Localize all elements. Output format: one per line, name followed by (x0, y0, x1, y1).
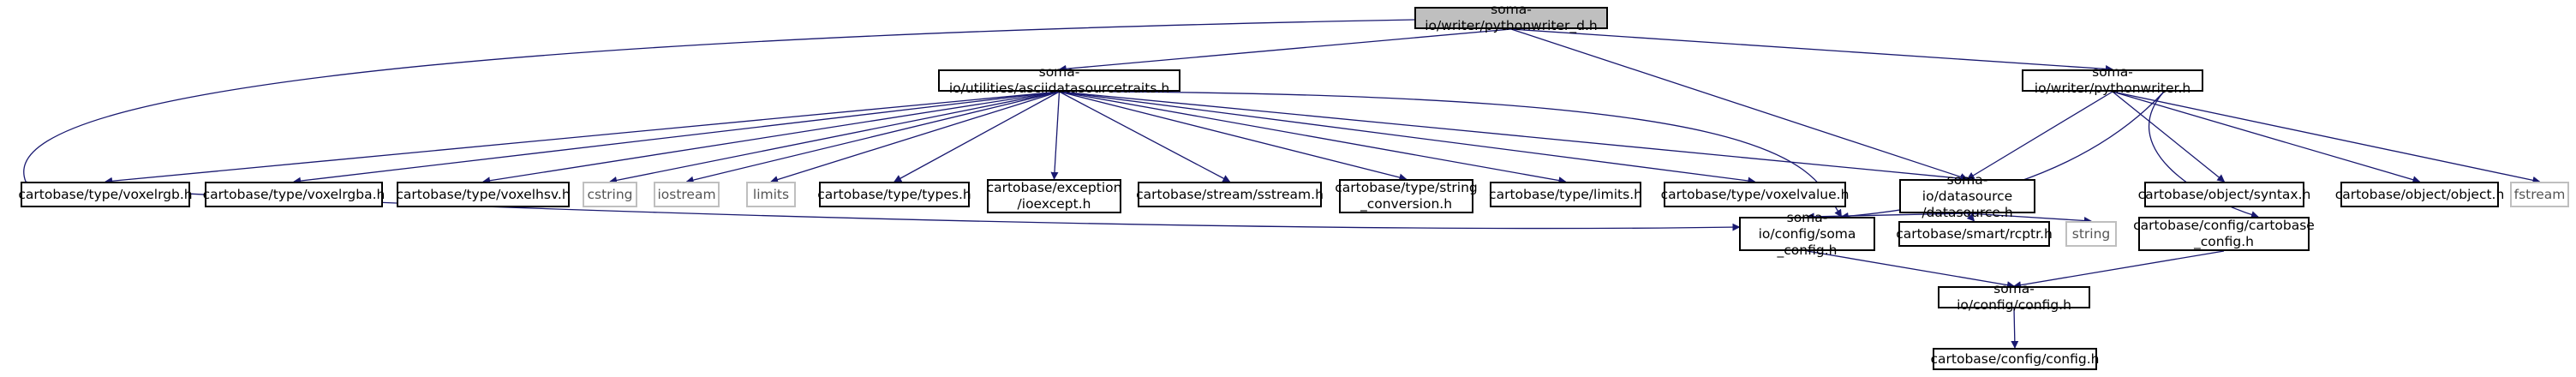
edge-root-to-pythonwriter (1510, 28, 2113, 73)
edge-asciitraits-to-sstream (1059, 91, 1231, 183)
node-cartobase-config-h[interactable]: cartobase/config/cartobase _config.h (2133, 217, 2315, 251)
node-pythonwriter-d-h: soma-io/writer/pythonwriter_d.h (1414, 2, 1608, 33)
edge-somaconfig-to-ioconfig (1807, 250, 2015, 290)
edge-root-to-datasource (1510, 28, 1969, 181)
node-voxelhsv-h[interactable]: cartobase/type/voxelhsv.h (396, 182, 571, 207)
node-datasource-h[interactable]: soma-io/datasource /datasource.h (1899, 172, 2035, 220)
node-fstream: fstream (2510, 182, 2569, 207)
node-syntax-h[interactable]: cartobase/object/syntax.h (2138, 182, 2310, 207)
edge-asciitraits-to-types (894, 91, 1060, 183)
node-rcptr-h[interactable]: cartobase/smart/rcptr.h (1896, 221, 2053, 247)
node-iostream: iostream (654, 182, 720, 207)
edge-root-to-asciitraits (1058, 28, 1512, 73)
node-cartobase-config-config-h[interactable]: cartobase/config/config.h (1931, 348, 2099, 370)
node-voxelrgba-h[interactable]: cartobase/type/voxelrgba.h (203, 182, 385, 207)
node-string-conversion-h[interactable]: cartobase/type/string _conversion.h (1335, 179, 1478, 213)
edge-ioconfig-to-cbconfig (2011, 308, 2019, 349)
edge-asciitraits-to-voxelrgb (105, 91, 1060, 185)
edge-pythonwriter-to-object (2112, 91, 2421, 184)
node-asciidatasourcetraits-h[interactable]: soma-io/utilities/asciidatasourcetraits.… (938, 64, 1180, 96)
edge-pythonwriter-to-datasource (1966, 91, 2113, 180)
node-cstring: cstring (583, 182, 637, 207)
node-types-h[interactable]: cartobase/type/types.h (817, 182, 971, 207)
edge-asciitraits-to-datasource (1059, 91, 1969, 183)
edge-asciitraits-to-voxelvalue (1059, 91, 1756, 185)
edge-cartobaseconfig-to-ioconfig (2013, 250, 2225, 290)
node-string: string (2065, 221, 2117, 247)
node-ioexcept-h[interactable]: cartobase/exception /ioexcept.h (986, 179, 1122, 213)
edge-asciitraits-to-iostream (685, 91, 1060, 184)
edge-asciitraits-to-limits (770, 91, 1060, 183)
node-limits: limits (746, 182, 796, 207)
edge-pythonwriter-to-syntax (2112, 91, 2226, 183)
edge-datasource-to-rcptr (1966, 212, 1975, 222)
node-object-h[interactable]: cartobase/object/object.h (2335, 182, 2504, 207)
edge-asciitraits-to-stringconv (1059, 91, 1408, 182)
node-sstream-h[interactable]: cartobase/stream/sstream.h (1136, 182, 1324, 207)
edge-datasource-to-string (1967, 212, 2092, 224)
edge-asciitraits-to-cstring (609, 91, 1060, 184)
node-voxelvalue-h[interactable]: cartobase/type/voxelvalue.h (1661, 182, 1849, 207)
edge-datasource-to-somaconfig (1806, 212, 1968, 221)
edge-asciitraits-to-voxelhsv (482, 91, 1060, 185)
node-type-limits-h[interactable]: cartobase/type/limits.h (1489, 182, 1642, 207)
edge-pythonwriter-to-cartobaseconfig (2148, 91, 2259, 218)
edge-pythonwriter-to-fstream (2112, 91, 2541, 184)
edge-asciitraits-to-typelimits (1059, 91, 1567, 185)
node-pythonwriter-h[interactable]: soma-io/writer/pythonwriter.h (2022, 64, 2203, 96)
edge-asciitraits-to-ioexcept (1050, 91, 1061, 180)
node-io-config-h[interactable]: soma-io/config/config.h (1938, 281, 2090, 313)
node-voxelrgb-h[interactable]: cartobase/type/voxelrgb.h (18, 182, 193, 207)
node-soma-config-h[interactable]: soma-io/config/soma _config.h (1739, 210, 1875, 258)
edge-asciitraits-to-voxelrgba (293, 91, 1060, 185)
